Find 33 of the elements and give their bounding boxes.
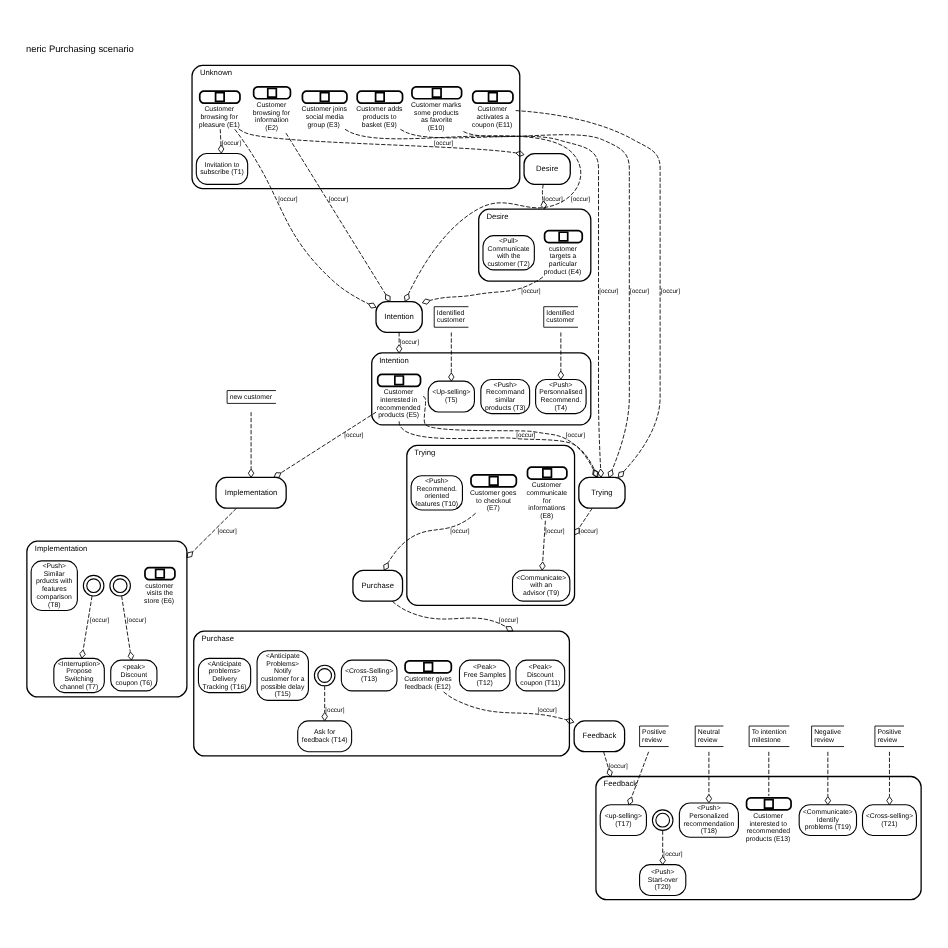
connector xyxy=(422,396,599,478)
connector xyxy=(186,507,237,558)
connector xyxy=(463,131,630,478)
connector xyxy=(285,132,391,302)
connector xyxy=(398,420,599,478)
connector xyxy=(515,110,661,478)
connector xyxy=(627,751,650,806)
connector xyxy=(539,520,546,571)
connector xyxy=(321,685,328,722)
connector xyxy=(218,128,225,154)
connector xyxy=(824,751,831,806)
connector xyxy=(234,128,377,309)
connector xyxy=(768,751,770,797)
connector xyxy=(383,512,477,571)
connector xyxy=(659,830,666,865)
connector xyxy=(273,411,377,478)
connector xyxy=(705,751,713,804)
connector xyxy=(121,595,135,661)
connector xyxy=(443,691,575,724)
connector xyxy=(247,411,255,478)
connector xyxy=(540,184,547,210)
connector xyxy=(395,332,403,354)
connector xyxy=(574,507,593,536)
connector xyxy=(448,332,455,382)
connector xyxy=(886,751,893,806)
connector xyxy=(238,128,525,157)
connector xyxy=(400,128,604,478)
connector xyxy=(603,751,613,777)
connector xyxy=(391,600,514,632)
connector xyxy=(421,276,544,305)
connector xyxy=(344,128,582,302)
connector xyxy=(79,595,93,659)
connector xyxy=(557,332,565,380)
